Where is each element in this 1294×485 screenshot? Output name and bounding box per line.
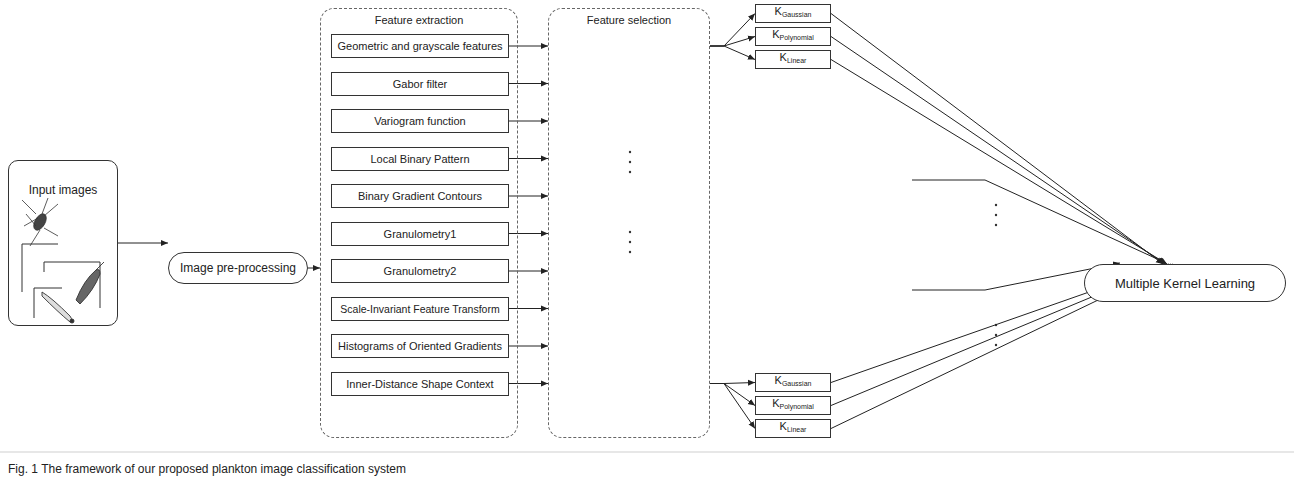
arrow-connector — [710, 14, 755, 47]
node-label: Scale-Invariant Feature Transform — [340, 303, 499, 315]
feature-box: Inner-Distance Shape Context — [331, 372, 509, 396]
arrow-connector — [509, 83, 548, 84]
input-panel: Input images — [8, 160, 118, 326]
kernel-box: KLinear — [755, 50, 831, 69]
feature-box: Local Binary Pattern — [331, 147, 509, 171]
arrow-connector — [710, 37, 755, 47]
arrow-connector — [831, 37, 1165, 265]
kernel-subscript: Polynomial — [780, 34, 814, 41]
arrow-connector — [509, 383, 548, 384]
feature-box: Variogram function — [331, 109, 509, 133]
kernel-subscript: Polynomial — [780, 403, 814, 410]
arrow-connector — [118, 243, 168, 244]
arrow-connector — [509, 196, 548, 197]
arrow-connector — [710, 384, 755, 406]
process-pill: Multiple Kernel Learning — [1084, 264, 1286, 302]
arrow-connector — [308, 268, 320, 269]
process-pill: Image pre-processing — [168, 252, 308, 284]
kernel-symbol: K — [775, 374, 782, 386]
kernel-symbol: K — [780, 51, 787, 63]
caption-rule — [0, 452, 1294, 453]
node-label: Local Binary Pattern — [370, 153, 469, 165]
node-label: Histograms of Oriented Gradients — [338, 340, 502, 352]
group-frame: Feature selection — [548, 8, 710, 438]
kernel-box: KPolynomial — [755, 396, 831, 415]
feature-box: Granulometry1 — [331, 222, 509, 246]
feature-box: Granulometry2 — [331, 259, 509, 283]
node-label: Binary Gradient Contours — [358, 190, 482, 202]
arrow-connector — [710, 46, 755, 60]
kernel-subscript: Gaussian — [782, 11, 812, 18]
node-label: Input images — [29, 183, 98, 197]
arrow-connector — [509, 233, 548, 234]
node-label: Inner-Distance Shape Context — [346, 378, 493, 390]
node-label: Feature selection — [587, 14, 671, 26]
kernel-symbol: K — [772, 397, 779, 409]
arrow-connector — [831, 14, 1163, 265]
node-label: Gabor filter — [393, 78, 447, 90]
node-label: Multiple Kernel Learning — [1115, 276, 1255, 291]
kernel-subscript: Gaussian — [782, 380, 812, 387]
arrow-connector — [710, 384, 755, 429]
feature-box: Histograms of Oriented Gradients — [331, 334, 509, 358]
node-label: Granulometry1 — [384, 228, 457, 240]
kernel-box: KGaussian — [755, 373, 831, 392]
feature-box: Binary Gradient Contours — [331, 184, 509, 208]
arrow-connector — [509, 271, 548, 272]
arrow-connector — [509, 46, 548, 47]
arrow-connector — [509, 346, 548, 347]
node-label: Feature extraction — [375, 14, 464, 26]
node-label: Image pre-processing — [180, 261, 296, 275]
node-label: Variogram function — [374, 115, 466, 127]
kernel-box: KGaussian — [755, 4, 831, 23]
feature-box: Gabor filter — [331, 72, 509, 96]
kernel-symbol: K — [775, 5, 782, 17]
kernel-subscript: Linear — [787, 426, 806, 433]
kernel-box: KLinear — [755, 419, 831, 438]
figure-caption: Fig. 1 The framework of our proposed pla… — [8, 462, 406, 476]
arrow-connector — [831, 60, 1167, 265]
group-frame: Feature extractionGeometric and grayscal… — [320, 8, 518, 438]
kernel-symbol: K — [772, 28, 779, 40]
node-label: Granulometry2 — [384, 265, 457, 277]
arrow-connector — [509, 308, 548, 309]
kernel-box: KPolynomial — [755, 27, 831, 46]
feature-box: Geometric and grayscale features — [331, 34, 509, 58]
arrow-connector — [509, 121, 548, 122]
plankton-illustration — [22, 198, 104, 323]
arrow-connector — [509, 158, 548, 159]
kernel-subscript: Linear — [787, 57, 806, 64]
kernel-symbol: K — [780, 420, 787, 432]
node-label: Geometric and grayscale features — [337, 40, 502, 52]
feature-box: Scale-Invariant Feature Transform — [331, 297, 509, 321]
